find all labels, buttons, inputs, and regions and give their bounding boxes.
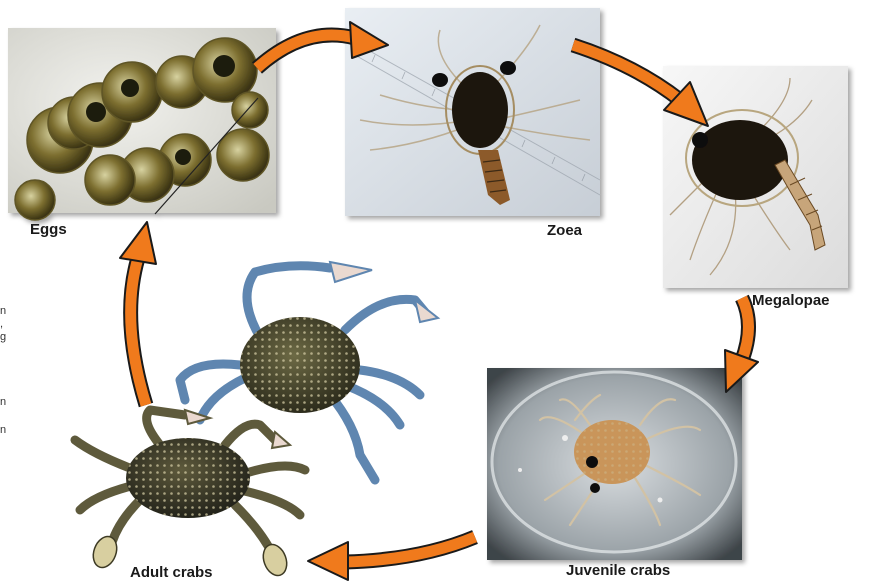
cut-off-text-line-2: , <box>0 318 3 331</box>
stage-label-adult-crabs: Adult crabs <box>130 564 213 581</box>
cut-off-text-line-5: n <box>0 424 6 437</box>
stage-label-megalopae: Megalopae <box>752 292 830 309</box>
arrow-megalopae-to-juvenile <box>725 298 758 392</box>
stage-label-eggs: Eggs <box>30 221 67 238</box>
cut-off-text-line-4: n <box>0 396 6 409</box>
zoea-larva-photo <box>345 8 600 216</box>
arrow-juvenile-to-adult <box>308 537 475 580</box>
cut-off-text-line-1: n <box>0 305 6 318</box>
eggs-photo <box>8 28 276 220</box>
arrow-adult-to-eggs <box>120 222 156 405</box>
cut-off-text-line-3: g <box>0 331 6 344</box>
stage-label-juvenile-crabs: Juvenile crabs <box>566 562 670 579</box>
stage-label-zoea: Zoea <box>547 222 582 239</box>
juvenile-crab-photo <box>487 368 742 560</box>
